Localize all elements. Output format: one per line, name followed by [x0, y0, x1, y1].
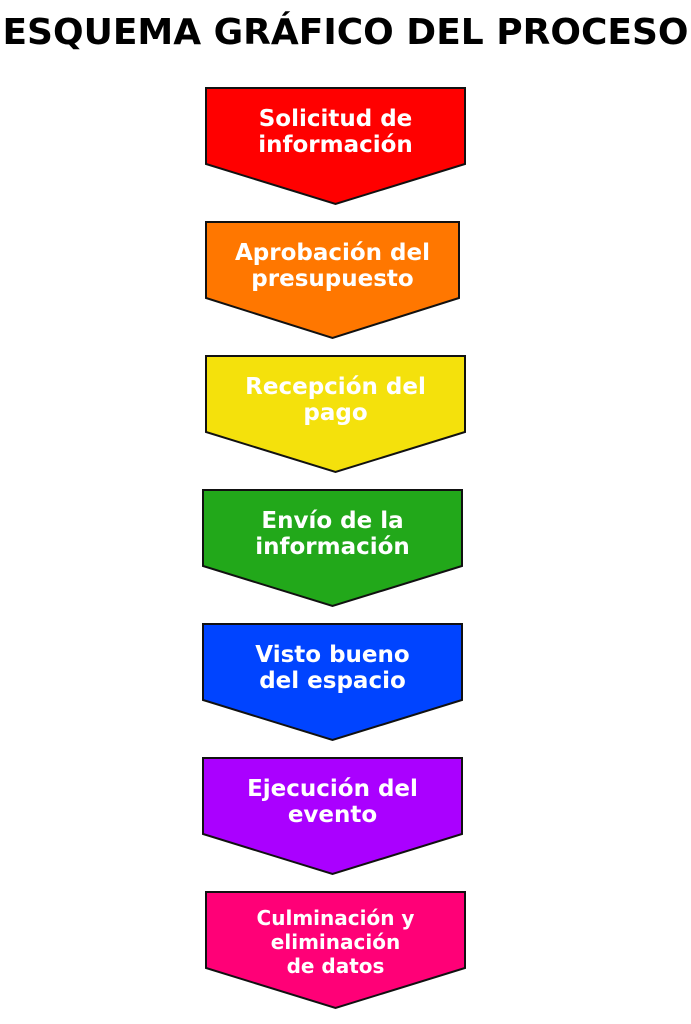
process-step-label: Culminación y eliminación de datos [256, 906, 415, 978]
process-step-arrow [205, 221, 460, 340]
process-step-arrow [202, 489, 463, 608]
diagram-title: ESQUEMA GRÁFICO DEL PROCESO [2, 12, 689, 53]
process-step-arrow [205, 87, 466, 206]
process-step-label: Ejecución del evento [247, 776, 418, 828]
process-step-label: Envío de la información [255, 508, 410, 560]
process-step-label: Solicitud de información [258, 106, 413, 158]
process-step-arrow [205, 355, 466, 474]
process-step-arrow [202, 757, 463, 876]
process-step-label: Recepción del pago [245, 374, 426, 426]
process-step-label: Aprobación del presupuesto [234, 240, 431, 292]
process-step-label: Visto bueno del espacio [255, 642, 410, 694]
process-step-arrow [205, 891, 466, 1010]
process-step-arrow [202, 623, 463, 742]
